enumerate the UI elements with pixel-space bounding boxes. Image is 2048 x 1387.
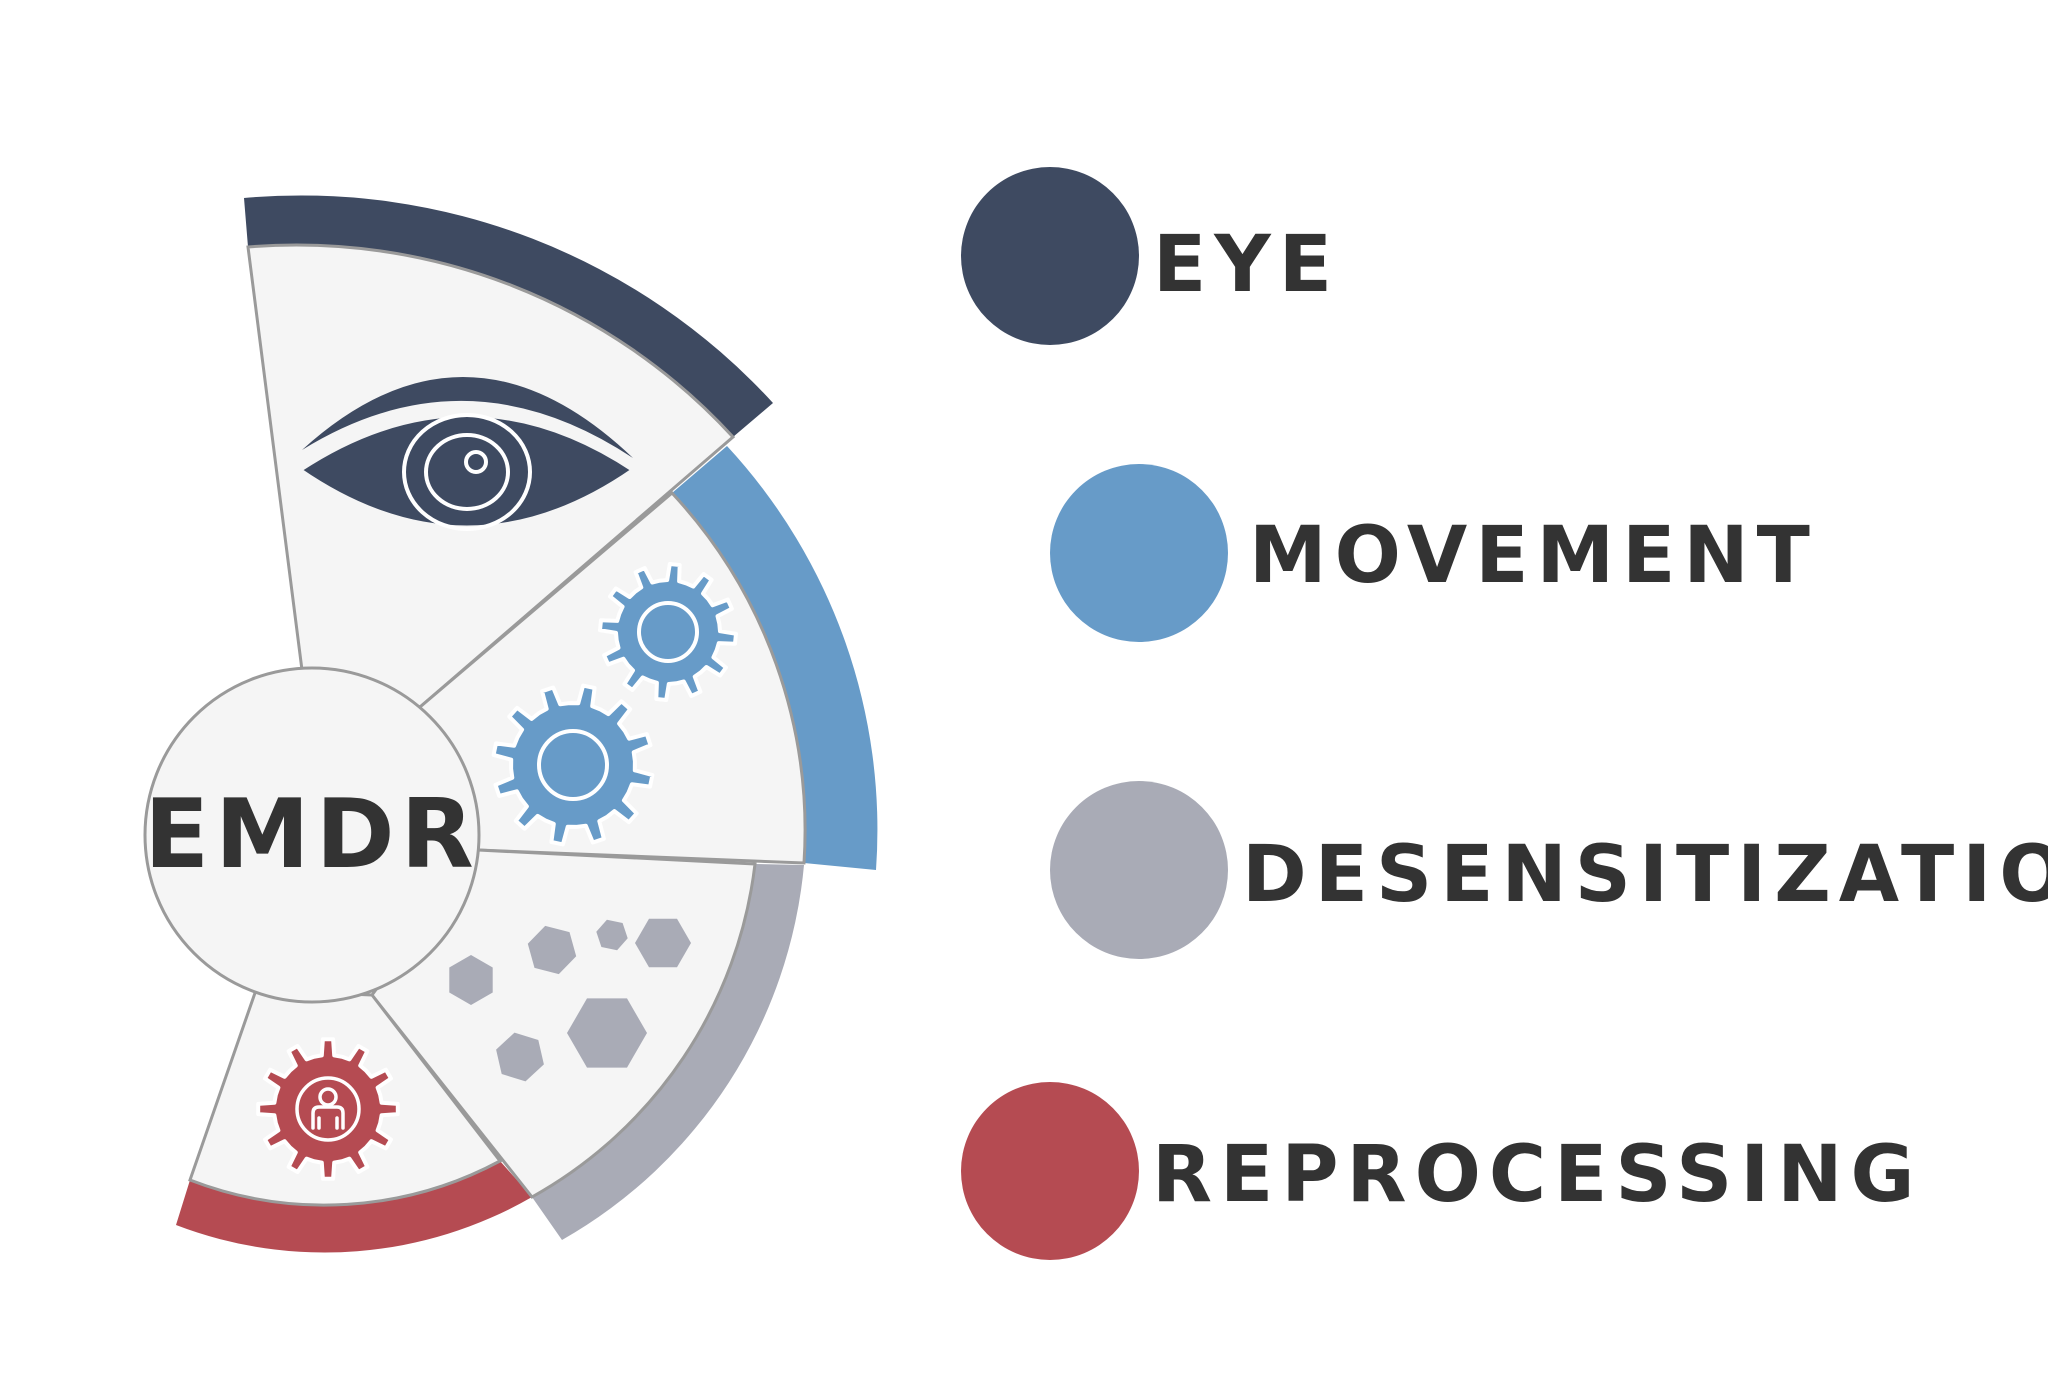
gears-icon <box>491 562 738 847</box>
eye-band <box>244 195 773 437</box>
hexagon-icon <box>635 918 691 968</box>
hexagon-icon <box>596 919 628 951</box>
small-gear-icon <box>598 562 738 702</box>
iris-outer-ring <box>402 413 532 531</box>
small-gear-ring <box>637 601 699 663</box>
center-circle <box>143 666 481 1004</box>
legend-dot-desensitization <box>1050 781 1228 959</box>
red-gear-icon <box>256 1037 400 1181</box>
eye-shape <box>296 413 637 530</box>
legend-dot-eye <box>961 167 1139 345</box>
eyebrow <box>302 376 633 458</box>
person-gear-icon <box>256 1037 400 1181</box>
iris-inner-ring <box>424 433 510 511</box>
hexagon-icon <box>527 925 577 975</box>
legend-dot-reprocessing <box>961 1082 1139 1260</box>
hexagon-icon <box>496 1032 544 1082</box>
large-gear-ring <box>537 729 609 801</box>
legend-label-desensitization: DESENSITIZATION <box>1242 830 2048 920</box>
person-ring <box>295 1076 361 1142</box>
hexagon-icon <box>449 955 493 1005</box>
hexagon-icon <box>567 998 647 1068</box>
legend-label-reprocessing: REPROCESSING <box>1152 1130 1923 1220</box>
person-body-icon <box>311 1105 345 1130</box>
person-head-icon <box>318 1087 338 1107</box>
legend-dot-movement <box>1050 464 1228 642</box>
large-gear-icon <box>491 683 655 847</box>
eye-icon <box>296 376 637 531</box>
legend-label-eye: EYE <box>1153 220 1341 310</box>
desensitization-band <box>532 864 804 1240</box>
legend-label-movement: MOVEMENT <box>1249 511 1818 601</box>
hexagons-icon <box>449 918 691 1082</box>
reprocessing-band <box>176 1161 532 1253</box>
pupil-highlight <box>464 450 488 474</box>
center-title: EMDR <box>144 780 480 890</box>
